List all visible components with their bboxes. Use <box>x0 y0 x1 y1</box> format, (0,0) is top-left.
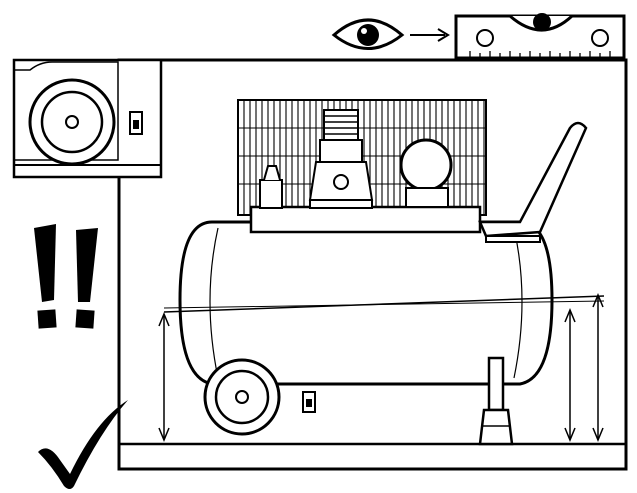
air-tank <box>178 220 554 386</box>
motor <box>399 138 453 208</box>
eye-icon <box>331 18 405 50</box>
main-frame <box>117 58 628 471</box>
handle <box>478 121 588 243</box>
height-arrow-left <box>158 312 170 442</box>
exclamation-icon <box>34 224 98 329</box>
foot-bracket-detail <box>129 111 143 135</box>
checkmark-icon <box>38 400 128 489</box>
wheel-icon <box>203 358 281 436</box>
motor-plate <box>249 205 482 234</box>
wheel-detail-inset <box>12 58 163 179</box>
wheel-icon <box>28 78 116 166</box>
arrow-right-icon <box>410 28 450 42</box>
foot-bracket <box>302 391 316 413</box>
pump-head <box>308 109 374 209</box>
compressor <box>163 99 605 446</box>
spirit-level-icon <box>454 13 626 60</box>
height-arrow-right-1 <box>564 308 576 442</box>
pressure-switch <box>259 165 283 209</box>
tilt-reference-line <box>163 295 605 313</box>
rear-foot <box>478 356 514 446</box>
height-arrow-right-2 <box>592 293 604 442</box>
